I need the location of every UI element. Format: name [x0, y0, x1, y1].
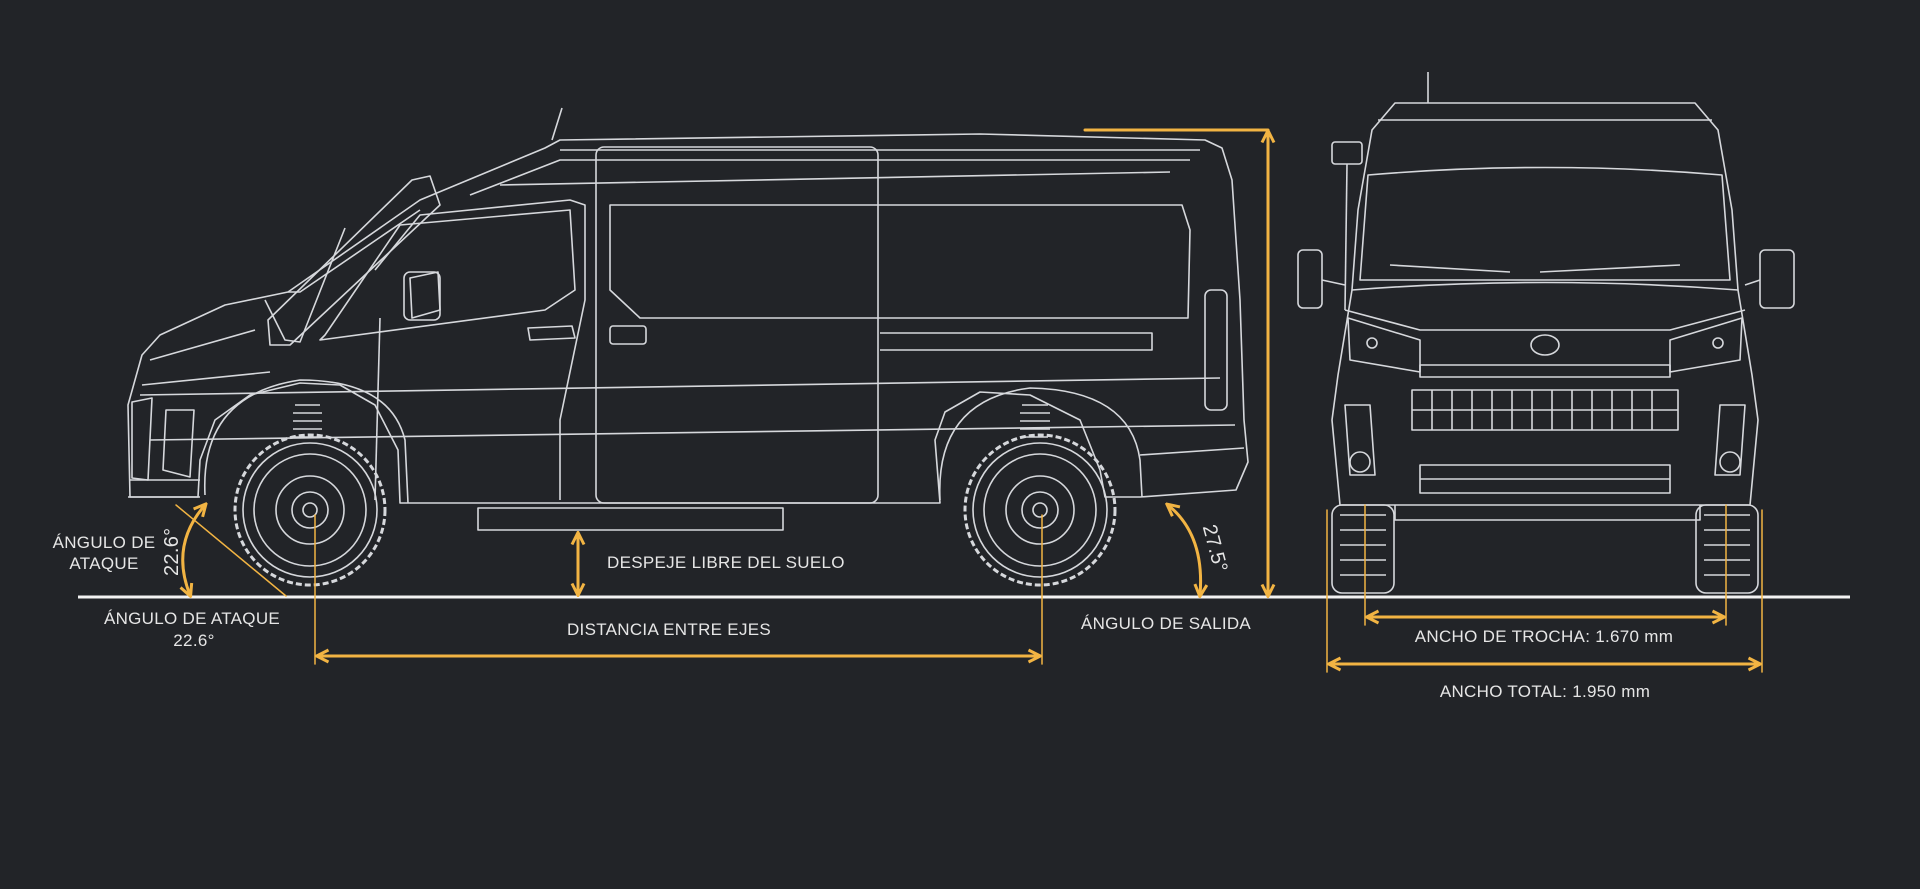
departure-angle-label: ÁNGULO DE SALIDA — [1080, 614, 1252, 633]
attack-angle-lower-label: ÁNGULO DE ATAQUE — [103, 609, 281, 628]
departure-angle-arc — [1168, 505, 1201, 595]
rear-wheel — [963, 433, 1117, 587]
front-view-tires — [1331, 504, 1759, 594]
total-width-label: ANCHO TOTAL: 1.950 mm — [1439, 682, 1651, 701]
track-width-label: ANCHO DE TROCHA: 1.670 mm — [1414, 627, 1674, 646]
attack-angle-upper-value: 22.6° — [161, 527, 183, 576]
front-wheel — [233, 433, 387, 587]
attack-angle-upper-label: ÁNGULO DE ATAQUE — [52, 533, 156, 574]
van-front-view — [1297, 72, 1795, 521]
attack-angle-arc — [183, 505, 205, 595]
wheelbase-label: DISTANCIA ENTRE EJES — [566, 620, 772, 639]
dimension-lines — [175, 128, 1763, 673]
van-side-view — [127, 107, 1249, 531]
attack-angle-lower-value: 22.6° — [173, 631, 215, 650]
ground-clearance-label: DESPEJE LIBRE DEL SUELO — [607, 553, 845, 572]
